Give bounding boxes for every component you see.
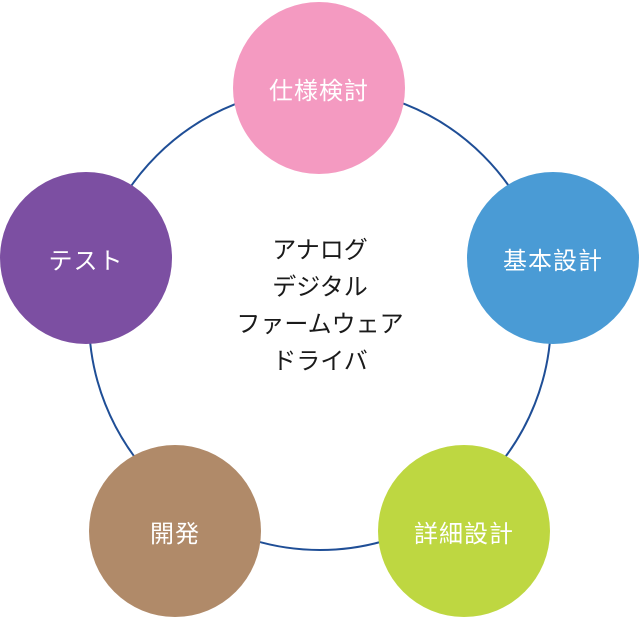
phase-basic-design: 基本設計 bbox=[467, 172, 639, 344]
scope-item-digital: デジタル bbox=[272, 273, 368, 301]
scope-item-analog: アナログ bbox=[272, 236, 368, 264]
scope-item-driver: ドライバ bbox=[272, 347, 368, 375]
phase-development-label: 開発 bbox=[150, 519, 200, 548]
phase-spec-review: 仕様検討 bbox=[233, 2, 405, 174]
phase-basic-design-label: 基本設計 bbox=[503, 246, 603, 275]
center-scope-list: アナログ デジタル ファームウェア ドライバ bbox=[200, 232, 440, 380]
phase-spec-review-label: 仕様検討 bbox=[269, 76, 369, 105]
phase-test: テスト bbox=[0, 172, 172, 344]
phase-detailed-design-label: 詳細設計 bbox=[414, 519, 514, 548]
phase-development: 開発 bbox=[89, 445, 261, 617]
phase-detailed-design: 詳細設計 bbox=[378, 445, 550, 617]
phase-test-label: テスト bbox=[48, 246, 124, 275]
scope-item-firmware: ファームウェア bbox=[236, 310, 404, 338]
